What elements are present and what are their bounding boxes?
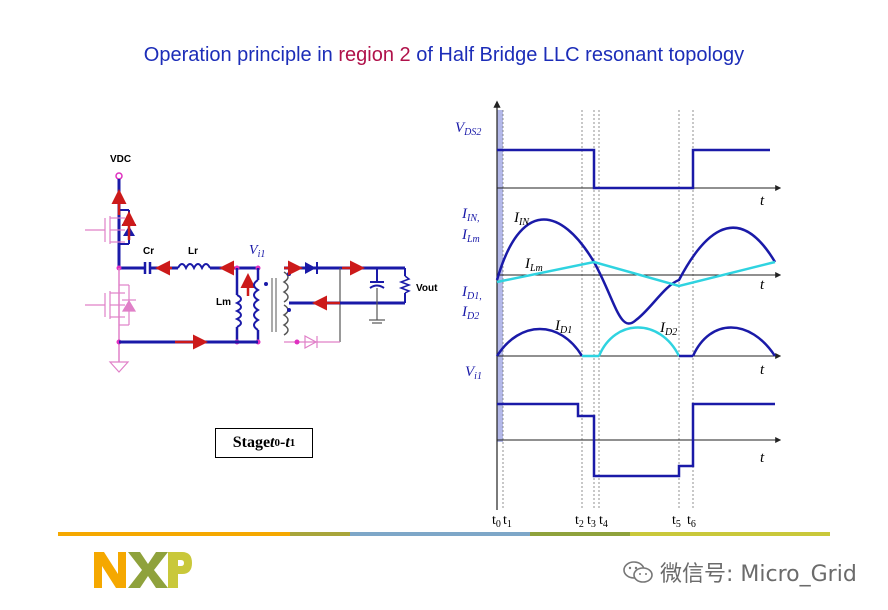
cr-label: Cr [143, 246, 154, 257]
time-markers [502, 110, 694, 510]
footer-color-bar [58, 532, 830, 536]
vdc-terminal [115, 172, 123, 180]
id1-axis-label: ID1, [461, 284, 482, 302]
ilm-axis-label: ILm [461, 227, 480, 245]
vds2-wave [497, 148, 770, 190]
t3-label: t3 [587, 513, 596, 530]
iin-axis-label: IIN, [461, 206, 480, 224]
ilm-wave [496, 260, 776, 288]
lr-label: Lr [188, 246, 198, 257]
circuit-schematic: VDC [85, 154, 438, 373]
vi1-axis-label: Vi1 [465, 364, 482, 382]
waveform-panel: VDS2 t IIN, ILm IIN ILm t ID1, ID2 ID1 I… [455, 100, 782, 530]
id2-axis-label: ID2 [461, 304, 479, 322]
wechat-watermark: 微信号: Micro_Grid [622, 556, 857, 588]
time-mark-labels: t0 t1 t2 t3 t4 t5 t6 [492, 513, 696, 530]
vdc-label: VDC [110, 154, 131, 165]
t-label-3: t [760, 362, 765, 378]
id2-wave [597, 326, 681, 357]
t2-label: t2 [575, 513, 584, 530]
lm-label: Lm [216, 297, 231, 308]
t-label-1: t [760, 193, 765, 209]
t5-label: t5 [672, 513, 681, 530]
vi1-label: Vi1 [249, 243, 265, 260]
load-resistor [398, 275, 412, 294]
lr-inductor [177, 263, 211, 271]
title-highlight: region 2 [338, 44, 411, 66]
watermark-text: 微信号: Micro_Grid [660, 562, 857, 587]
t1-label: t1 [503, 513, 512, 530]
lower-mosfet [85, 284, 137, 326]
vout-label: Vout [416, 283, 438, 294]
t0-label: t0 [492, 513, 501, 530]
ground-icon [108, 361, 130, 373]
id1-wave-b [691, 326, 777, 357]
t-label-2: t [760, 277, 765, 293]
nxp-logo [94, 552, 192, 588]
stage-highlight-band [497, 110, 503, 442]
iin-wave [495, 218, 777, 325]
wechat-icon [623, 561, 653, 583]
t4-label: t4 [599, 513, 608, 530]
t6-label: t6 [687, 513, 696, 530]
d1-diode [305, 262, 316, 274]
id2-curve-label: ID2 [659, 320, 677, 338]
transformer-primary [253, 279, 260, 331]
page-title: Operation principle in region 2 of Half … [143, 44, 745, 66]
id1-curve-label: ID1 [554, 318, 572, 336]
d2-diode [304, 334, 318, 350]
t-label-4: t [760, 450, 765, 466]
id1-wave-a [495, 327, 584, 357]
upper-mosfet [85, 216, 125, 244]
vds2-label: VDS2 [455, 120, 481, 138]
vi1-wave [497, 402, 775, 478]
iin-curve-label: IIN [513, 210, 530, 228]
ilm-curve-label: ILm [524, 256, 543, 274]
